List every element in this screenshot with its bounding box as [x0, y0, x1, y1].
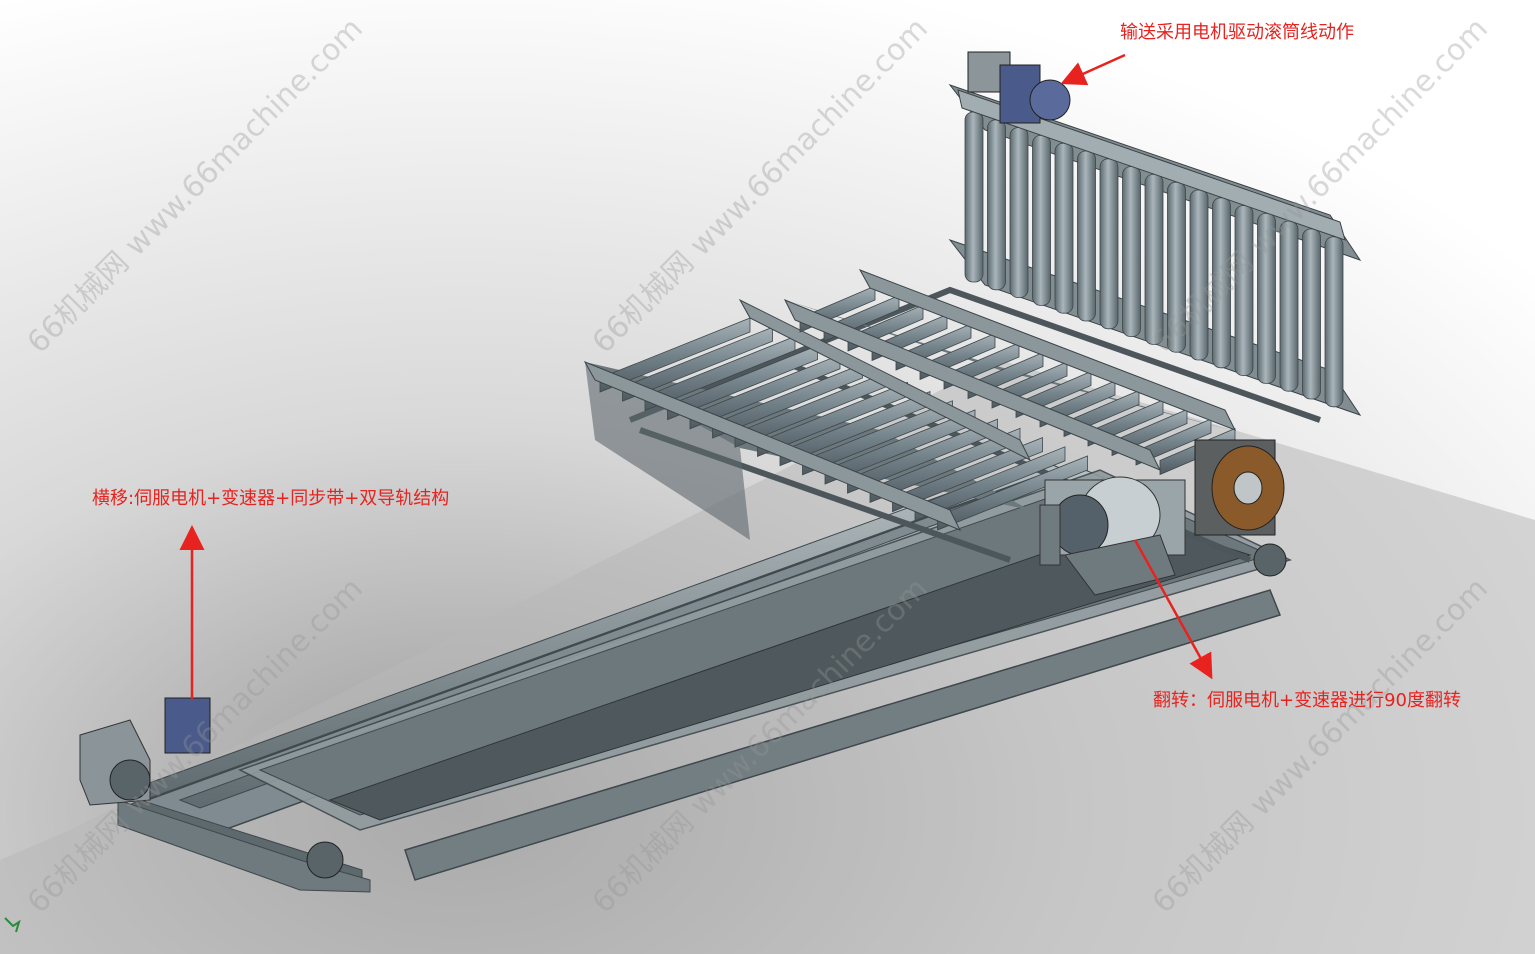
corner-triad-icon	[4, 917, 21, 933]
roller	[667, 345, 818, 421]
roller	[712, 363, 863, 439]
traverse-base	[116, 459, 1293, 893]
annotation-arrows	[179, 53, 1213, 700]
annotation-flip: 翻转：伺服电机+变速器进行90度翻转	[1153, 690, 1461, 711]
annotation-traverse: 横移:伺服电机+变速器+同步带+双导轨结构	[92, 488, 450, 509]
roller	[689, 354, 841, 430]
roller-conveyor-lower	[583, 298, 1088, 540]
flip-drive	[1039, 439, 1285, 596]
roller	[1302, 228, 1321, 400]
roller-conveyor-vertical	[948, 51, 1362, 416]
annotation-conveyor: 输送采用电机驱动滚筒线动作	[1120, 22, 1354, 43]
roller	[914, 446, 1066, 522]
traverse-motor	[79, 543, 1287, 879]
roller	[1099, 158, 1119, 330]
roller	[644, 335, 796, 411]
roller	[964, 111, 984, 283]
arrow-conveyor	[1060, 53, 1126, 86]
roller	[987, 119, 1006, 291]
roller	[1077, 150, 1096, 322]
arrow-flip	[1133, 539, 1213, 680]
roller	[622, 326, 773, 402]
roller	[1032, 134, 1051, 306]
roller-conveyor-upper	[783, 269, 1237, 476]
roller	[1122, 166, 1141, 338]
roller	[1324, 236, 1344, 408]
roller	[734, 372, 886, 448]
roller	[599, 317, 751, 393]
roller	[937, 455, 1088, 531]
roller	[1054, 142, 1074, 314]
roller	[892, 437, 1043, 513]
roller	[1009, 127, 1029, 298]
